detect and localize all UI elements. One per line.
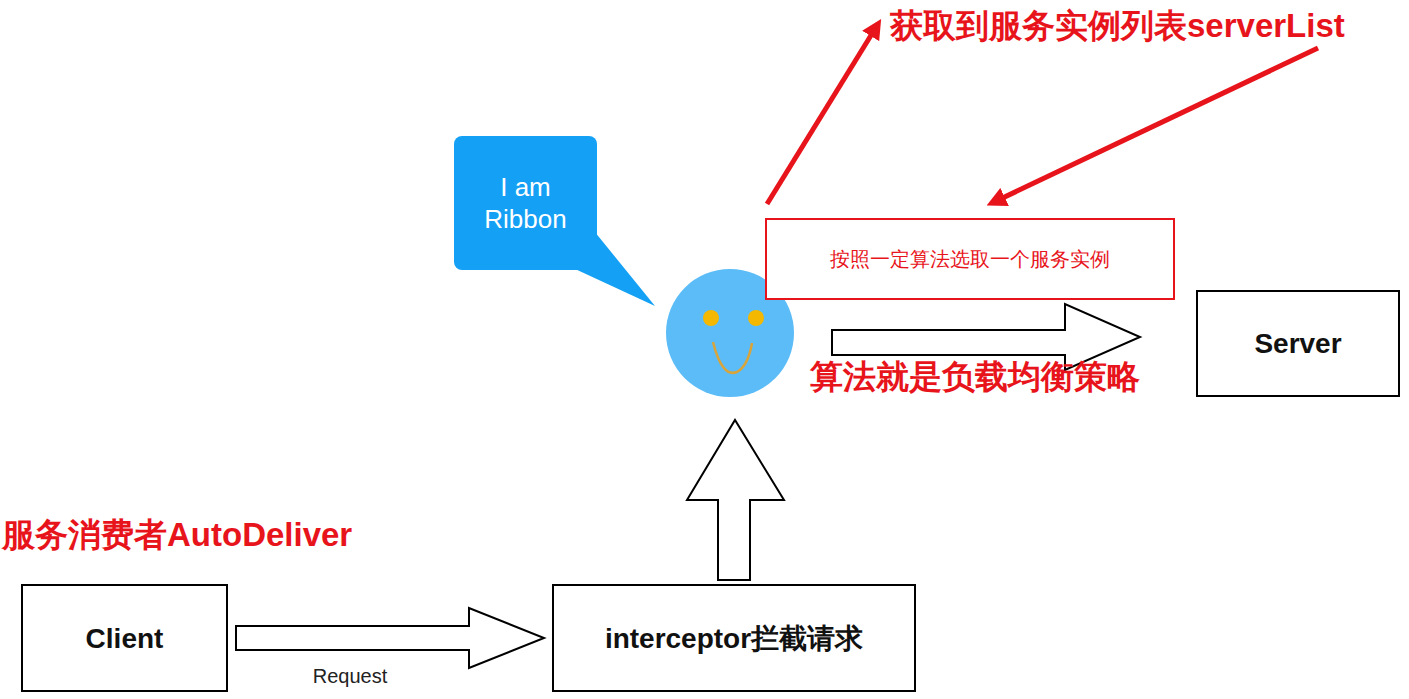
node-text: interceptor拦截请求 — [605, 621, 863, 656]
annotation-label: 获取到服务实例列表serverList — [890, 6, 1345, 46]
edge-label: Request — [311, 664, 390, 688]
hollow-arrow — [687, 420, 784, 580]
server-box: Server — [1196, 290, 1400, 397]
node-text: 按照一定算法选取一个服务实例 — [830, 247, 1110, 272]
smile — [713, 342, 752, 373]
annotation-arrow — [992, 48, 1318, 203]
process-box: interceptor拦截请求 — [552, 584, 916, 692]
annotation-label: 服务消费者AutoDeliver — [2, 515, 352, 555]
annotation-label: 算法就是负载均衡策略 — [810, 357, 1140, 397]
note-box: 按照一定算法选取一个服务实例 — [765, 218, 1175, 300]
node-text: Server — [1254, 326, 1341, 361]
process-box: Client — [21, 584, 228, 692]
eye — [748, 310, 764, 326]
node-text: Client — [86, 621, 164, 656]
eye — [703, 310, 719, 326]
node-text: I am Ribbon — [462, 171, 589, 236]
annotation-arrow — [767, 24, 878, 204]
hollow-arrow — [236, 608, 544, 668]
speech-bubble: I am Ribbon — [454, 136, 597, 270]
